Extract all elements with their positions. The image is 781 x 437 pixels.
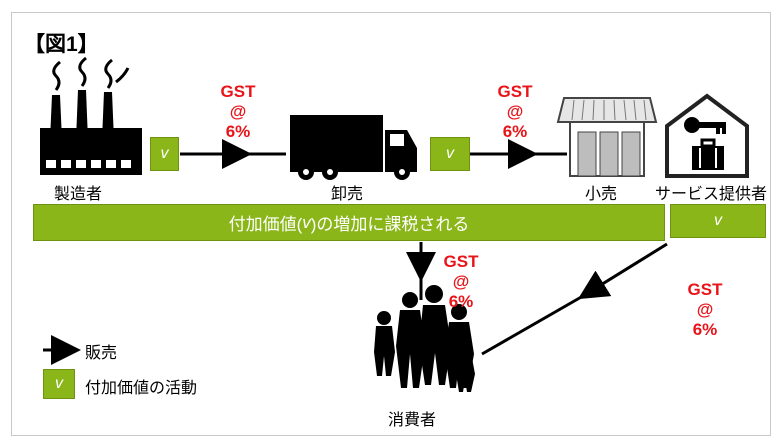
- legend-sale-label: 販売: [85, 345, 118, 362]
- value-marker-wholesale: v: [430, 137, 470, 171]
- label-retail: 小売: [585, 186, 618, 203]
- flow-arrow-service-to-consumers: [577, 242, 668, 300]
- banner-var: v: [302, 212, 311, 232]
- label-wholesale: 卸売: [331, 186, 364, 203]
- figure-title: 【図1】: [24, 33, 99, 56]
- truck-icon: [290, 115, 417, 180]
- legend-value-activity-label: 付加価値の活動: [85, 380, 198, 397]
- legend-value-marker: v: [43, 369, 75, 399]
- consumers-icon: [374, 285, 475, 392]
- factory-icon: [40, 56, 142, 175]
- service-provider-icon: [665, 93, 749, 178]
- gst-label-3: GST @ 6%: [443, 252, 479, 311]
- gst-label-1: GST @ 6%: [220, 82, 256, 141]
- label-service-provider: サービス提供者: [655, 186, 768, 203]
- label-consumer: 消費者: [388, 412, 437, 429]
- value-added-banner: 付加価値(v)の増加に課税される: [33, 204, 665, 241]
- store-icon: [556, 97, 658, 177]
- banner-suffix: )の増加に課税される: [310, 215, 470, 234]
- value-marker-service: v: [670, 204, 766, 238]
- flow-arrow-service-to-consumers-tail: [481, 294, 584, 356]
- label-manufacturer: 製造者: [54, 186, 103, 203]
- gst-label-4: GST @ 6%: [687, 280, 723, 339]
- banner-prefix: 付加価値(: [228, 215, 303, 234]
- gst-label-2: GST @ 6%: [497, 82, 533, 141]
- value-marker-manufacturer: v: [150, 137, 179, 171]
